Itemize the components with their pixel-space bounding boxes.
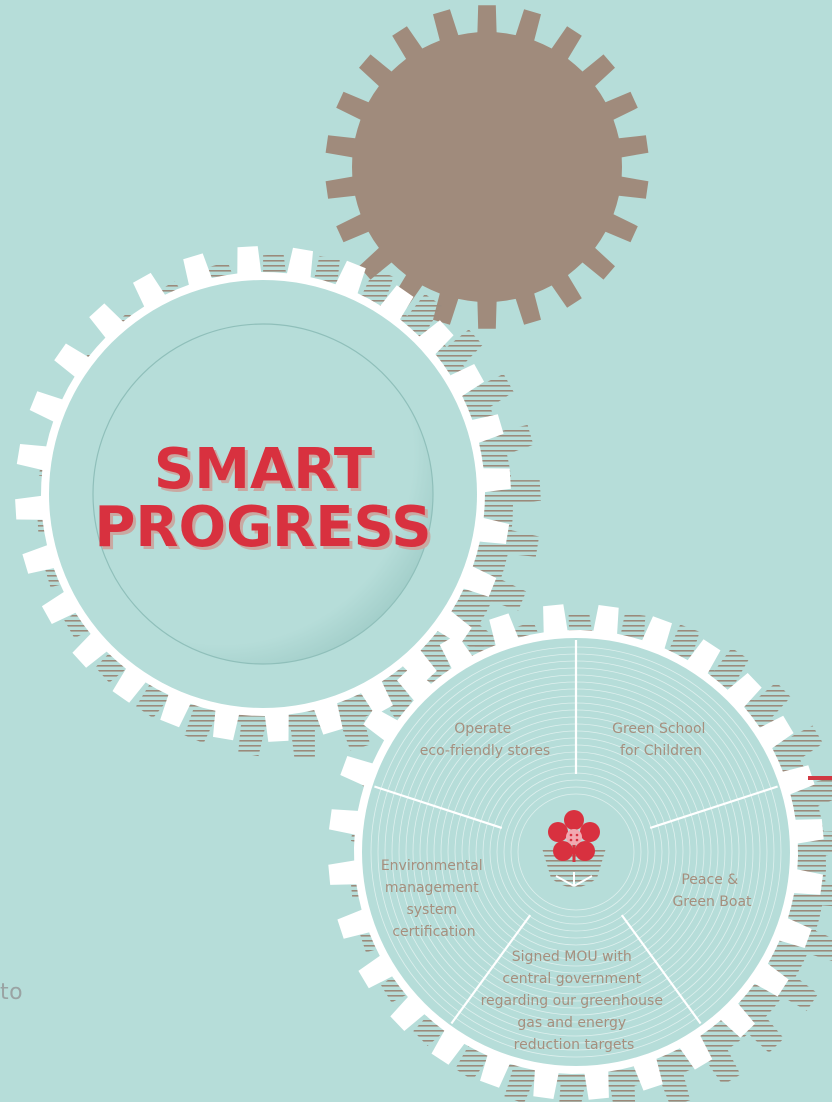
- divider-line: [620, 914, 702, 1025]
- segment-label-4: Environmental management system certific…: [381, 858, 487, 940]
- page-title: SMART PROGRESS SMART PROGRESS: [94, 437, 434, 563]
- divider-line: [649, 785, 778, 829]
- divider-line: [450, 914, 532, 1025]
- segment-label-3: Signed MOU with central government regar…: [481, 949, 668, 1053]
- brown-gear-shape: [325, 5, 649, 329]
- segment-label-0: Operate eco-friendly stores: [420, 721, 550, 759]
- title-line2-shadow: PROGRESS: [97, 498, 434, 563]
- title-line1-shadow: SMART: [157, 440, 375, 505]
- title-line2: PROGRESS: [94, 495, 431, 560]
- segment-label-1: Green School for Children: [612, 721, 710, 759]
- cropped-text: to: [0, 980, 24, 1005]
- ring: [503, 779, 649, 925]
- divider-line: [374, 785, 503, 829]
- segment-label-2: Peace & Green Boat: [672, 872, 752, 910]
- ring: [517, 793, 635, 911]
- big-gear-inner-circle: [92, 323, 434, 665]
- flower-pot-icon: [542, 810, 606, 888]
- ring: [510, 786, 642, 918]
- red-accent-mark: [808, 776, 832, 780]
- segment-dividers: [374, 640, 778, 1025]
- title-line1: SMART: [154, 437, 372, 502]
- segment-labels: Operate eco-friendly stores Green School…: [381, 721, 752, 1053]
